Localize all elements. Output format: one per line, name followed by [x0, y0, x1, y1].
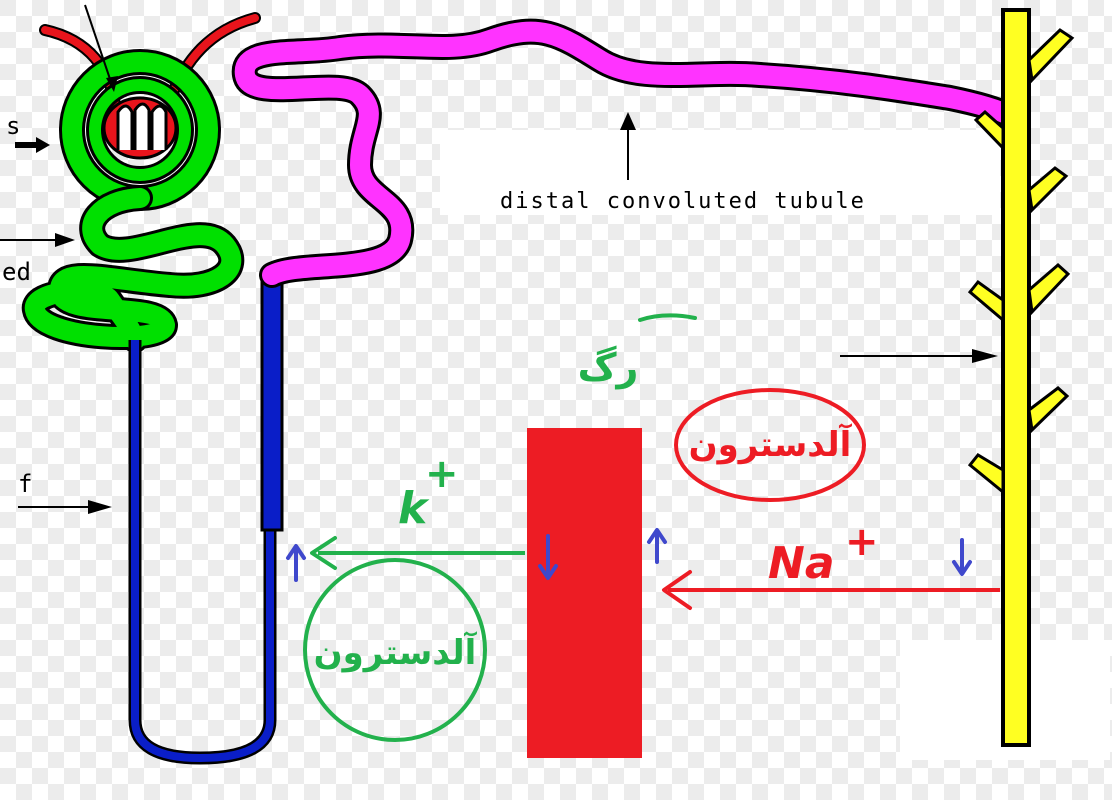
- sodium-label: Na: [768, 538, 835, 589]
- red-oval: [674, 388, 866, 502]
- edge-label-s: s: [6, 112, 20, 140]
- blue-small-arrows: [286, 528, 972, 582]
- loop-of-henle: [128, 278, 284, 765]
- sodium-arrowhead: [662, 570, 692, 610]
- pointer-arrows: [0, 4, 998, 514]
- edge-label-ed: ed: [2, 258, 31, 286]
- red-block: [527, 428, 642, 758]
- edge-label-f: f: [18, 470, 32, 498]
- handwritten-green-circle: آلدسترون: [314, 631, 478, 673]
- distal-tubule-label: distal convoluted tubule: [500, 189, 866, 214]
- potassium-label: k: [398, 483, 430, 534]
- proximal-tubule: [22, 185, 245, 353]
- handwritten-top-stroke: [638, 313, 697, 322]
- white-patch: [440, 130, 1000, 215]
- potassium-sign: +: [425, 451, 459, 497]
- collecting-duct: [967, 8, 1075, 747]
- potassium-arrowhead: [310, 536, 337, 570]
- distal-tubule: [231, 18, 1028, 288]
- sodium-sign: +: [845, 519, 879, 565]
- green-circle: [303, 558, 487, 742]
- handwritten-top-green: رگ: [578, 345, 639, 389]
- handwritten-red-oval: آلدسترون: [689, 423, 853, 465]
- glomerulus: [102, 96, 178, 160]
